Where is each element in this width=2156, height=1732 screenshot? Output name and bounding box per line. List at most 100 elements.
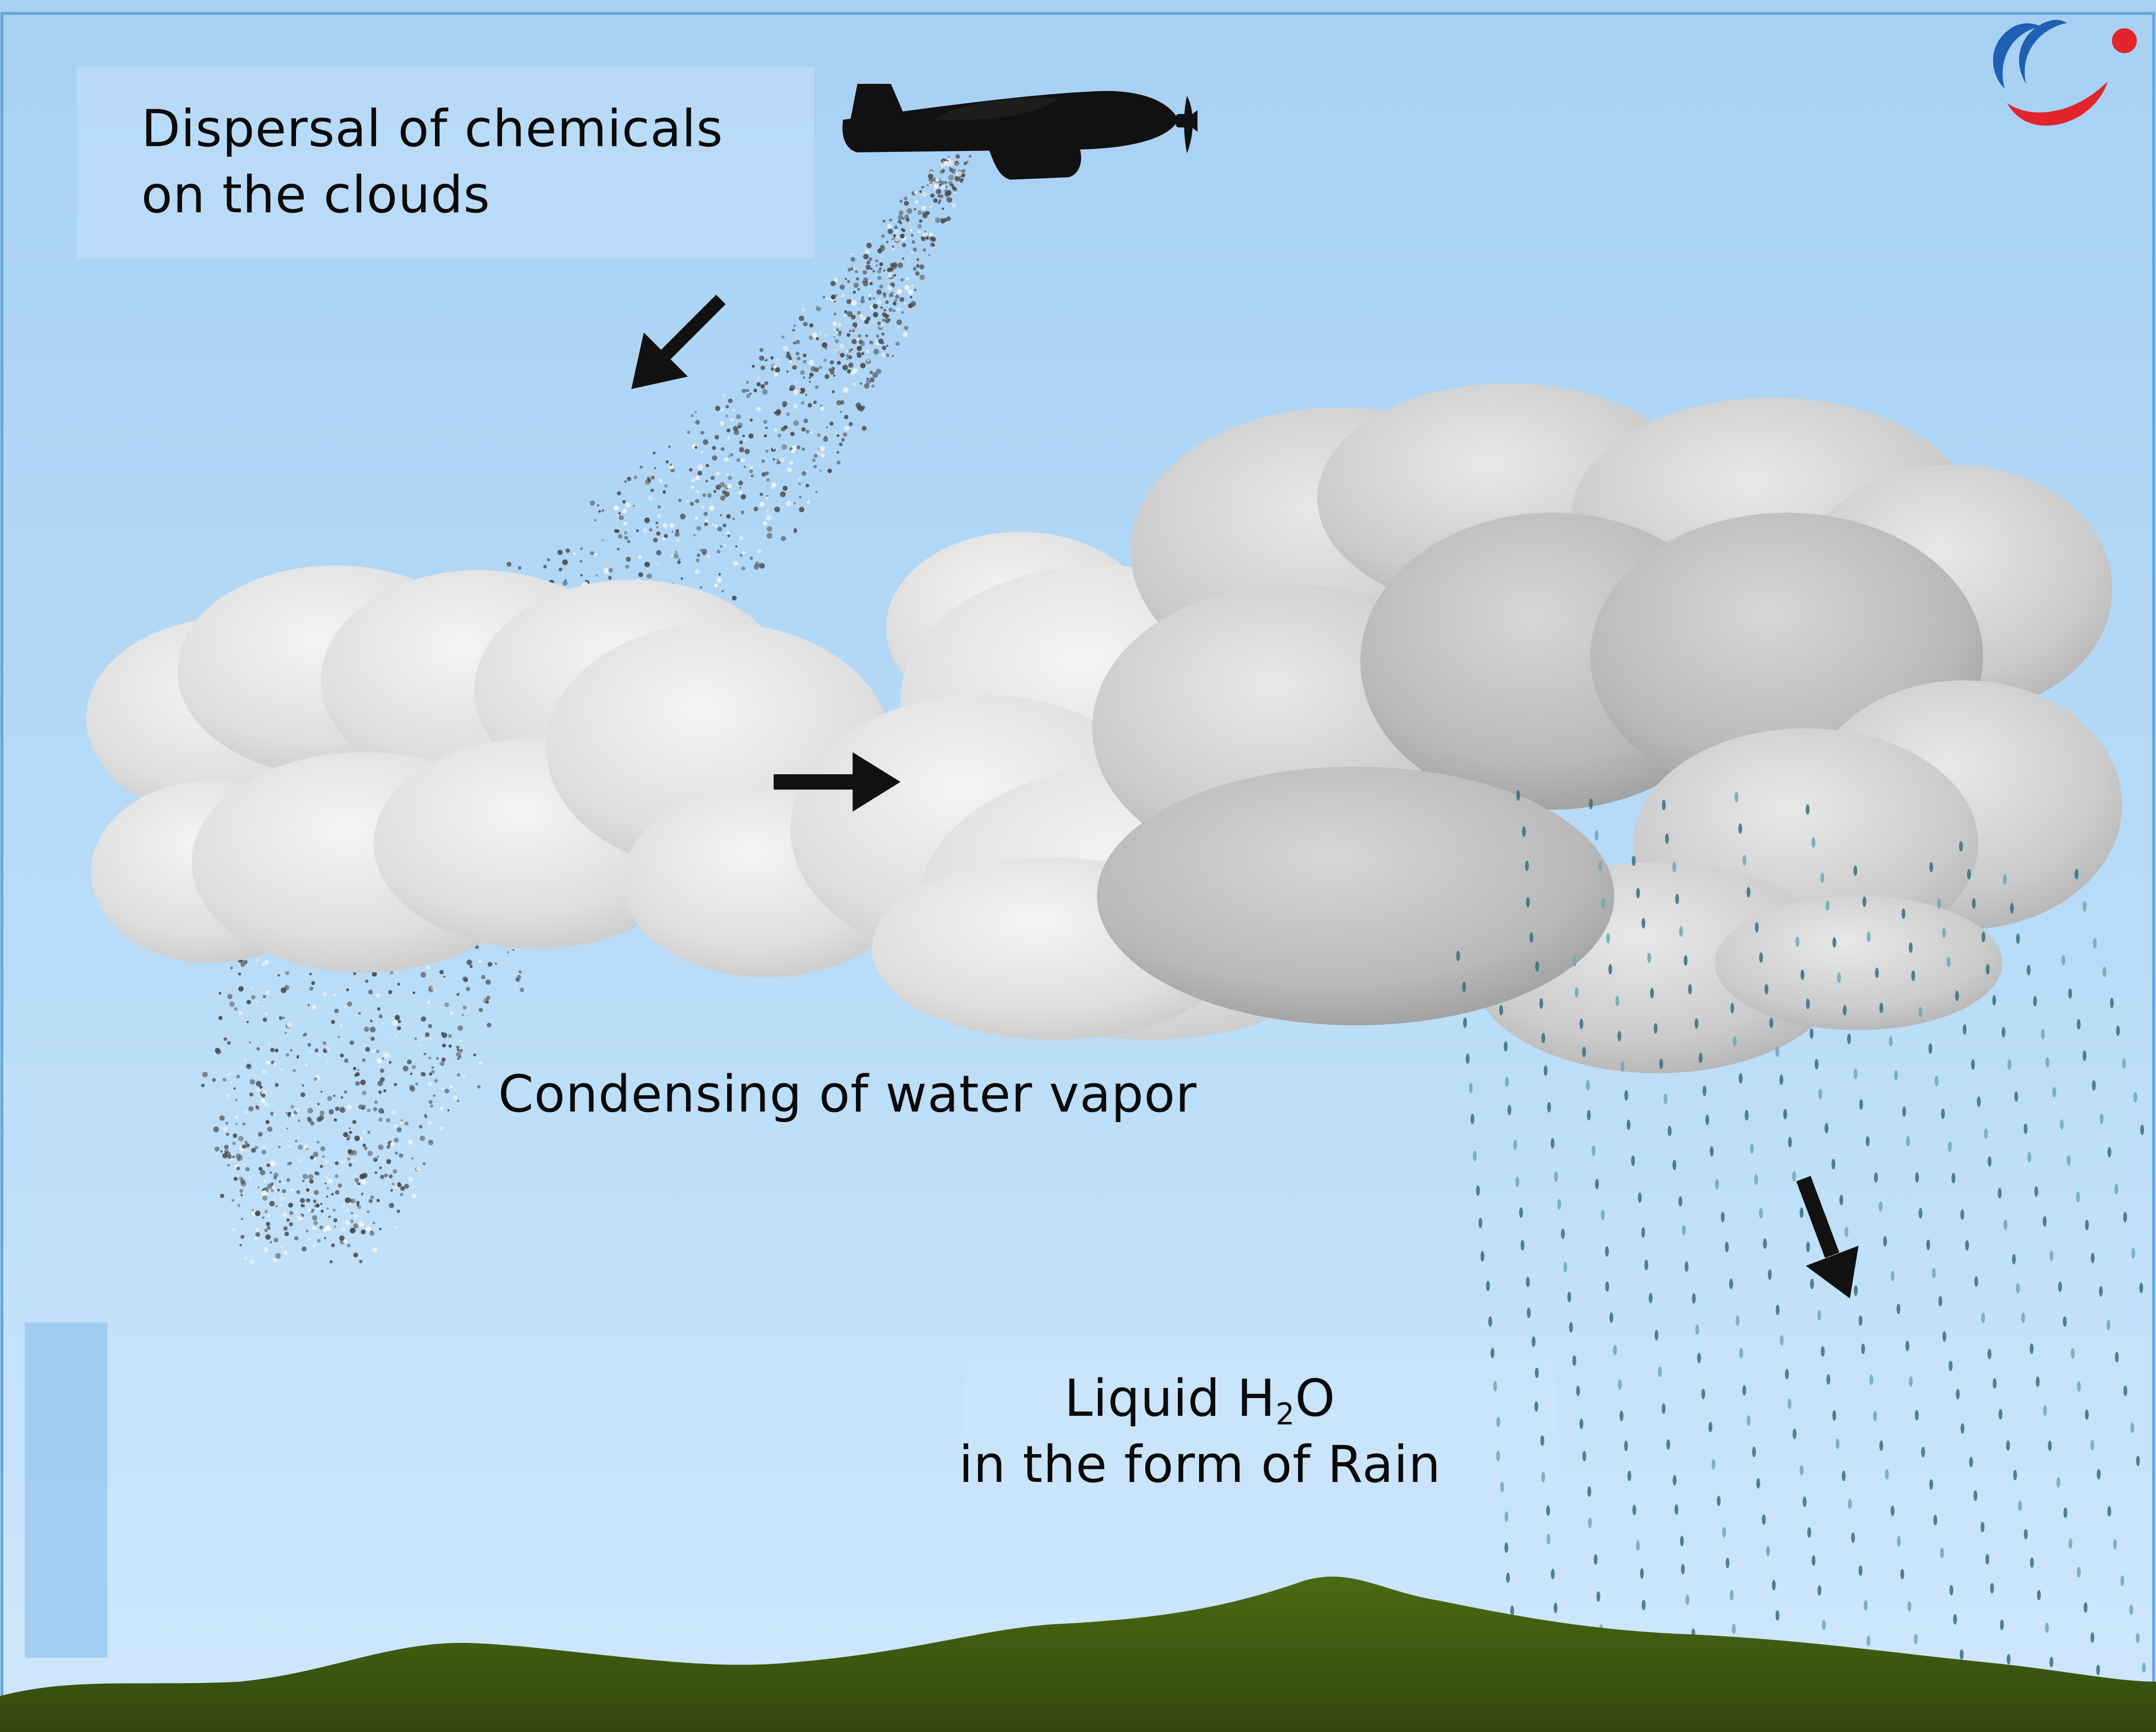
spray-particle	[295, 1140, 297, 1142]
spray-particle	[691, 478, 696, 483]
rain-drop	[1960, 1209, 1964, 1220]
spray-particle	[339, 1235, 345, 1241]
spray-particle	[595, 574, 598, 577]
rain-drop	[1520, 1239, 1525, 1250]
spray-particle	[722, 394, 726, 397]
spray-particle	[354, 1178, 359, 1182]
spray-particle	[906, 277, 909, 280]
spray-particle	[300, 1092, 306, 1097]
spray-particle	[319, 1111, 325, 1115]
spray-particle	[707, 493, 712, 498]
spray-particle	[721, 590, 724, 593]
spray-particle	[695, 516, 698, 520]
rain-drop	[1685, 1594, 1689, 1605]
spray-particle	[792, 365, 797, 370]
spray-particle	[256, 1088, 260, 1092]
spray-particle	[749, 469, 753, 473]
spray-particle	[320, 1203, 323, 1205]
rain-label-prefix: Liquid H	[1064, 1369, 1276, 1428]
spray-particle	[320, 1146, 326, 1151]
rain-drop	[1576, 1386, 1580, 1397]
spray-particle	[457, 1025, 463, 1031]
spray-particle	[365, 1226, 371, 1231]
spray-particle	[373, 1107, 377, 1112]
spray-particle	[278, 1180, 282, 1183]
spray-particle	[343, 1005, 346, 1009]
spray-particle	[763, 420, 767, 424]
spray-particle	[670, 553, 674, 557]
spray-particle	[671, 530, 674, 533]
spray-particle	[262, 1195, 268, 1201]
rain-drop	[2003, 1219, 2008, 1230]
rain-drop	[1780, 1335, 1784, 1346]
spray-particle	[820, 404, 822, 407]
spray-particle	[378, 1014, 383, 1019]
rain-drop	[2129, 1604, 2133, 1615]
spray-particle	[284, 1231, 289, 1237]
spray-particle	[473, 1053, 477, 1056]
spray-particle	[875, 264, 878, 267]
spray-particle	[787, 467, 792, 472]
spray-particle	[420, 1072, 425, 1077]
spray-particle	[642, 528, 648, 533]
spray-particle	[868, 294, 871, 297]
spray-particle	[724, 457, 729, 462]
spray-particle	[444, 1002, 449, 1007]
spray-particle	[955, 153, 960, 159]
rain-drop	[1783, 1109, 1787, 1120]
spray-particle	[846, 357, 849, 360]
spray-particle	[238, 1136, 244, 1142]
spray-particle	[869, 282, 873, 286]
spray-particle	[894, 236, 900, 242]
spray-particle	[781, 335, 785, 339]
spray-particle	[665, 460, 669, 464]
spray-particle	[826, 426, 828, 429]
spray-particle	[378, 1090, 382, 1094]
spray-particle	[365, 1047, 370, 1052]
rain-drop	[1909, 1376, 1913, 1387]
spray-particle	[564, 579, 567, 582]
rain-label-suffix: O	[1295, 1369, 1335, 1428]
rain-drop	[1915, 1172, 1919, 1183]
spray-particle	[306, 1188, 310, 1192]
spray-particle	[742, 551, 745, 554]
spray-particle	[720, 545, 722, 548]
spray-particle	[274, 1172, 279, 1178]
spray-particle	[429, 1072, 433, 1076]
spray-particle	[883, 269, 886, 272]
spray-particle	[802, 376, 805, 379]
spray-particle	[722, 523, 727, 528]
spray-particle	[325, 1047, 330, 1051]
spray-particle	[383, 1052, 389, 1058]
rain-drop	[2021, 1312, 2025, 1323]
rain-drop	[1605, 1246, 1609, 1257]
rain-drop	[2085, 1409, 2089, 1420]
spray-particle	[816, 337, 819, 341]
spray-particle	[214, 1147, 220, 1152]
spray-particle	[448, 1034, 452, 1038]
spray-particle	[844, 425, 850, 432]
spray-particle	[864, 383, 869, 389]
spray-particle	[757, 377, 760, 380]
spray-particle	[286, 1023, 292, 1028]
spray-particle	[869, 371, 873, 374]
rain-drop	[1730, 1003, 1734, 1014]
spray-particle	[318, 1054, 321, 1057]
spray-particle	[347, 1001, 353, 1007]
rain-drop	[1554, 1171, 1558, 1182]
spray-particle	[891, 247, 895, 251]
rain-drop	[1620, 1061, 1625, 1072]
spray-particle	[265, 1234, 271, 1240]
spray-particle	[859, 313, 863, 318]
rain-drop	[2018, 1500, 2022, 1511]
spray-particle	[709, 505, 715, 511]
spray-particle	[308, 1004, 310, 1006]
rain-drop	[1750, 1143, 1754, 1154]
spray-particle	[244, 1256, 248, 1260]
rain-drop	[1490, 1347, 1494, 1358]
spray-particle	[921, 206, 926, 210]
spray-particle	[720, 495, 726, 501]
dispersal-label-line1: Dispersal of chemicals	[141, 99, 723, 158]
rain-drop	[2135, 1633, 2140, 1644]
spray-particle	[944, 181, 947, 184]
